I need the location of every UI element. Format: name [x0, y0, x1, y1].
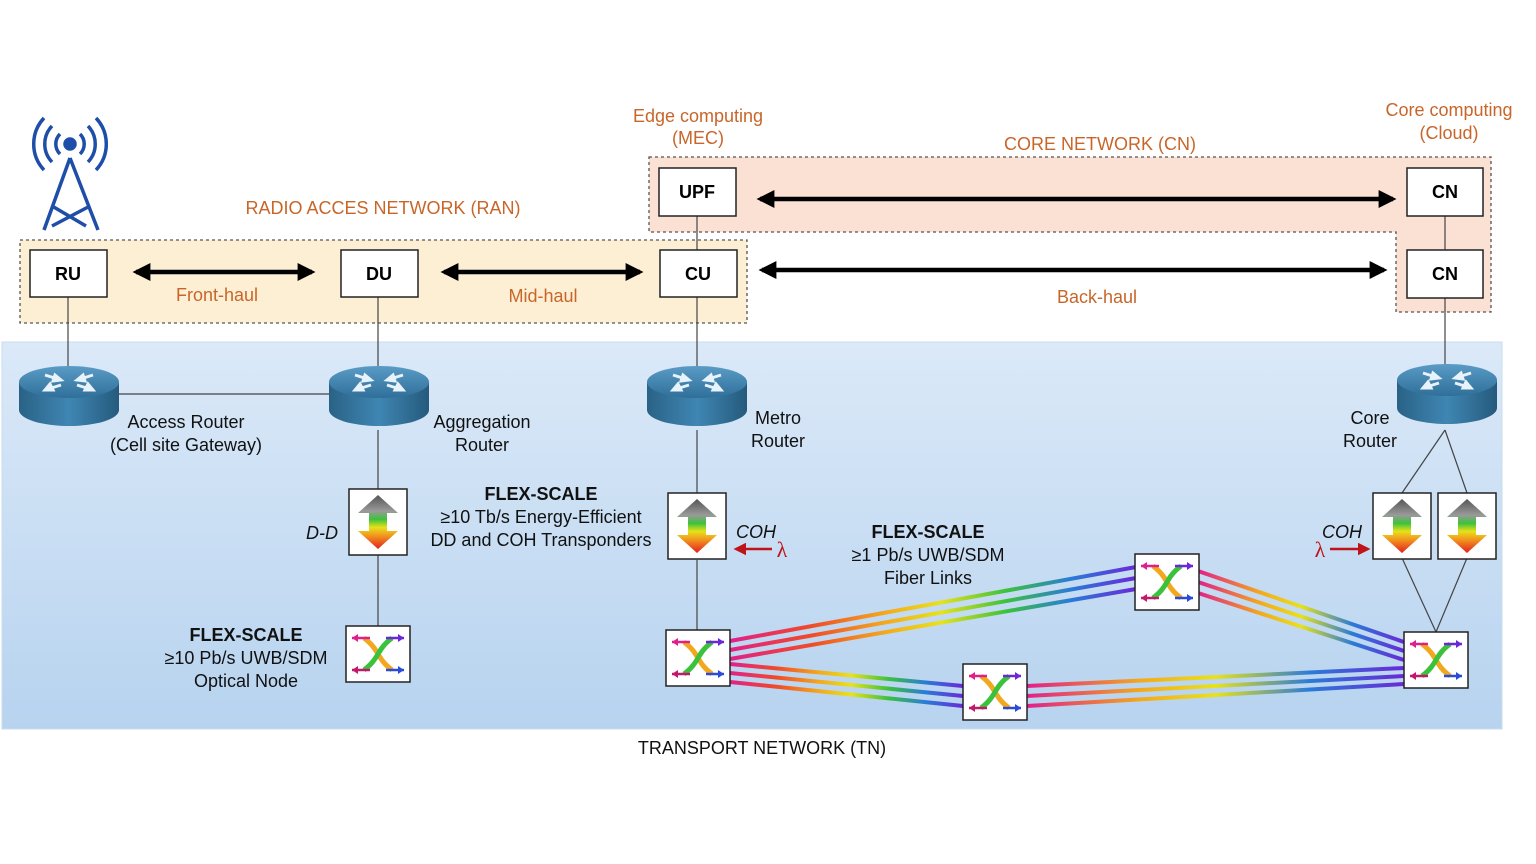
cn-top-box — [1406, 167, 1484, 217]
optical-node-title: FLEX-SCALE — [189, 625, 302, 645]
metro-router-line2: Router — [751, 431, 805, 451]
fiber-links — [410, 565, 1405, 708]
ru-label: RU — [55, 264, 81, 284]
transponders-title: FLEX-SCALE — [484, 484, 597, 504]
access-router-line1: Access Router — [127, 412, 244, 432]
dd-label: D-D — [306, 523, 338, 543]
core-computing-line2: (Cloud) — [1419, 123, 1478, 143]
cn-bottom-box — [1406, 249, 1484, 299]
interface-arrows — [132, 190, 1397, 281]
core-computing-line1: Core computing — [1385, 100, 1512, 120]
optical-node-icon — [963, 664, 1027, 720]
lambda-left: λ — [777, 537, 788, 562]
ru-box — [29, 249, 108, 298]
transponder-icon — [1437, 492, 1497, 560]
midhaul-label: Mid-haul — [508, 286, 577, 306]
transponders-line1: ≥10 Tb/s Energy-Efficient — [440, 507, 641, 527]
access-router-icon — [17, 364, 121, 428]
coh-right-label: COH — [1322, 522, 1363, 542]
antenna-icon — [31, 116, 109, 231]
optical-node-icon — [666, 630, 730, 686]
cn-top-label: CN — [1432, 182, 1458, 202]
optical-node-line2: Optical Node — [194, 671, 298, 691]
upf-label: UPF — [679, 182, 715, 202]
core-router-icon — [1395, 362, 1499, 426]
fiber-title: FLEX-SCALE — [871, 522, 984, 542]
fiber-line1: ≥1 Pb/s UWB/SDM — [852, 545, 1005, 565]
edge-computing-line1: Edge computing — [633, 106, 763, 126]
du-label: DU — [366, 264, 392, 284]
fiber-line2: Fiber Links — [884, 568, 972, 588]
metro-router-line1: Metro — [755, 408, 801, 428]
metro-router-icon — [645, 364, 749, 428]
optical-node-icon — [1404, 632, 1468, 688]
transponder-icon — [667, 492, 727, 560]
core-network-title: CORE NETWORK (CN) — [1004, 134, 1196, 154]
edge-computing-line2: (MEC) — [672, 128, 724, 148]
aggregation-router-icon — [327, 364, 431, 428]
fronthaul-label: Front-haul — [176, 285, 258, 305]
backhaul-label: Back-haul — [1057, 287, 1137, 307]
ran-title: RADIO ACCES NETWORK (RAN) — [245, 198, 520, 218]
coh-left-label: COH — [736, 522, 777, 542]
du-box — [340, 249, 419, 298]
upf-box — [658, 167, 737, 217]
core-router-line2: Router — [1343, 431, 1397, 451]
node-links — [67, 216, 1468, 633]
cu-label: CU — [685, 264, 711, 284]
transponder-icon — [348, 488, 408, 556]
transponders-line2: DD and COH Transponders — [430, 530, 651, 550]
cu-box — [659, 249, 738, 298]
lambda-right: λ — [1315, 537, 1326, 562]
optical-node-icon — [346, 626, 410, 682]
core-router-line1: Core — [1350, 408, 1389, 428]
optical-node-icon — [1135, 554, 1199, 610]
transponder-icon — [1372, 492, 1432, 560]
cn-bottom-label: CN — [1432, 264, 1458, 284]
optical-node-line1: ≥10 Pb/s UWB/SDM — [165, 648, 328, 668]
transport-network-title: TRANSPORT NETWORK (TN) — [638, 738, 886, 758]
aggregation-router-line2: Router — [455, 435, 509, 455]
aggregation-router-line1: Aggregation — [433, 412, 530, 432]
access-router-line2: (Cell site Gateway) — [110, 435, 262, 455]
